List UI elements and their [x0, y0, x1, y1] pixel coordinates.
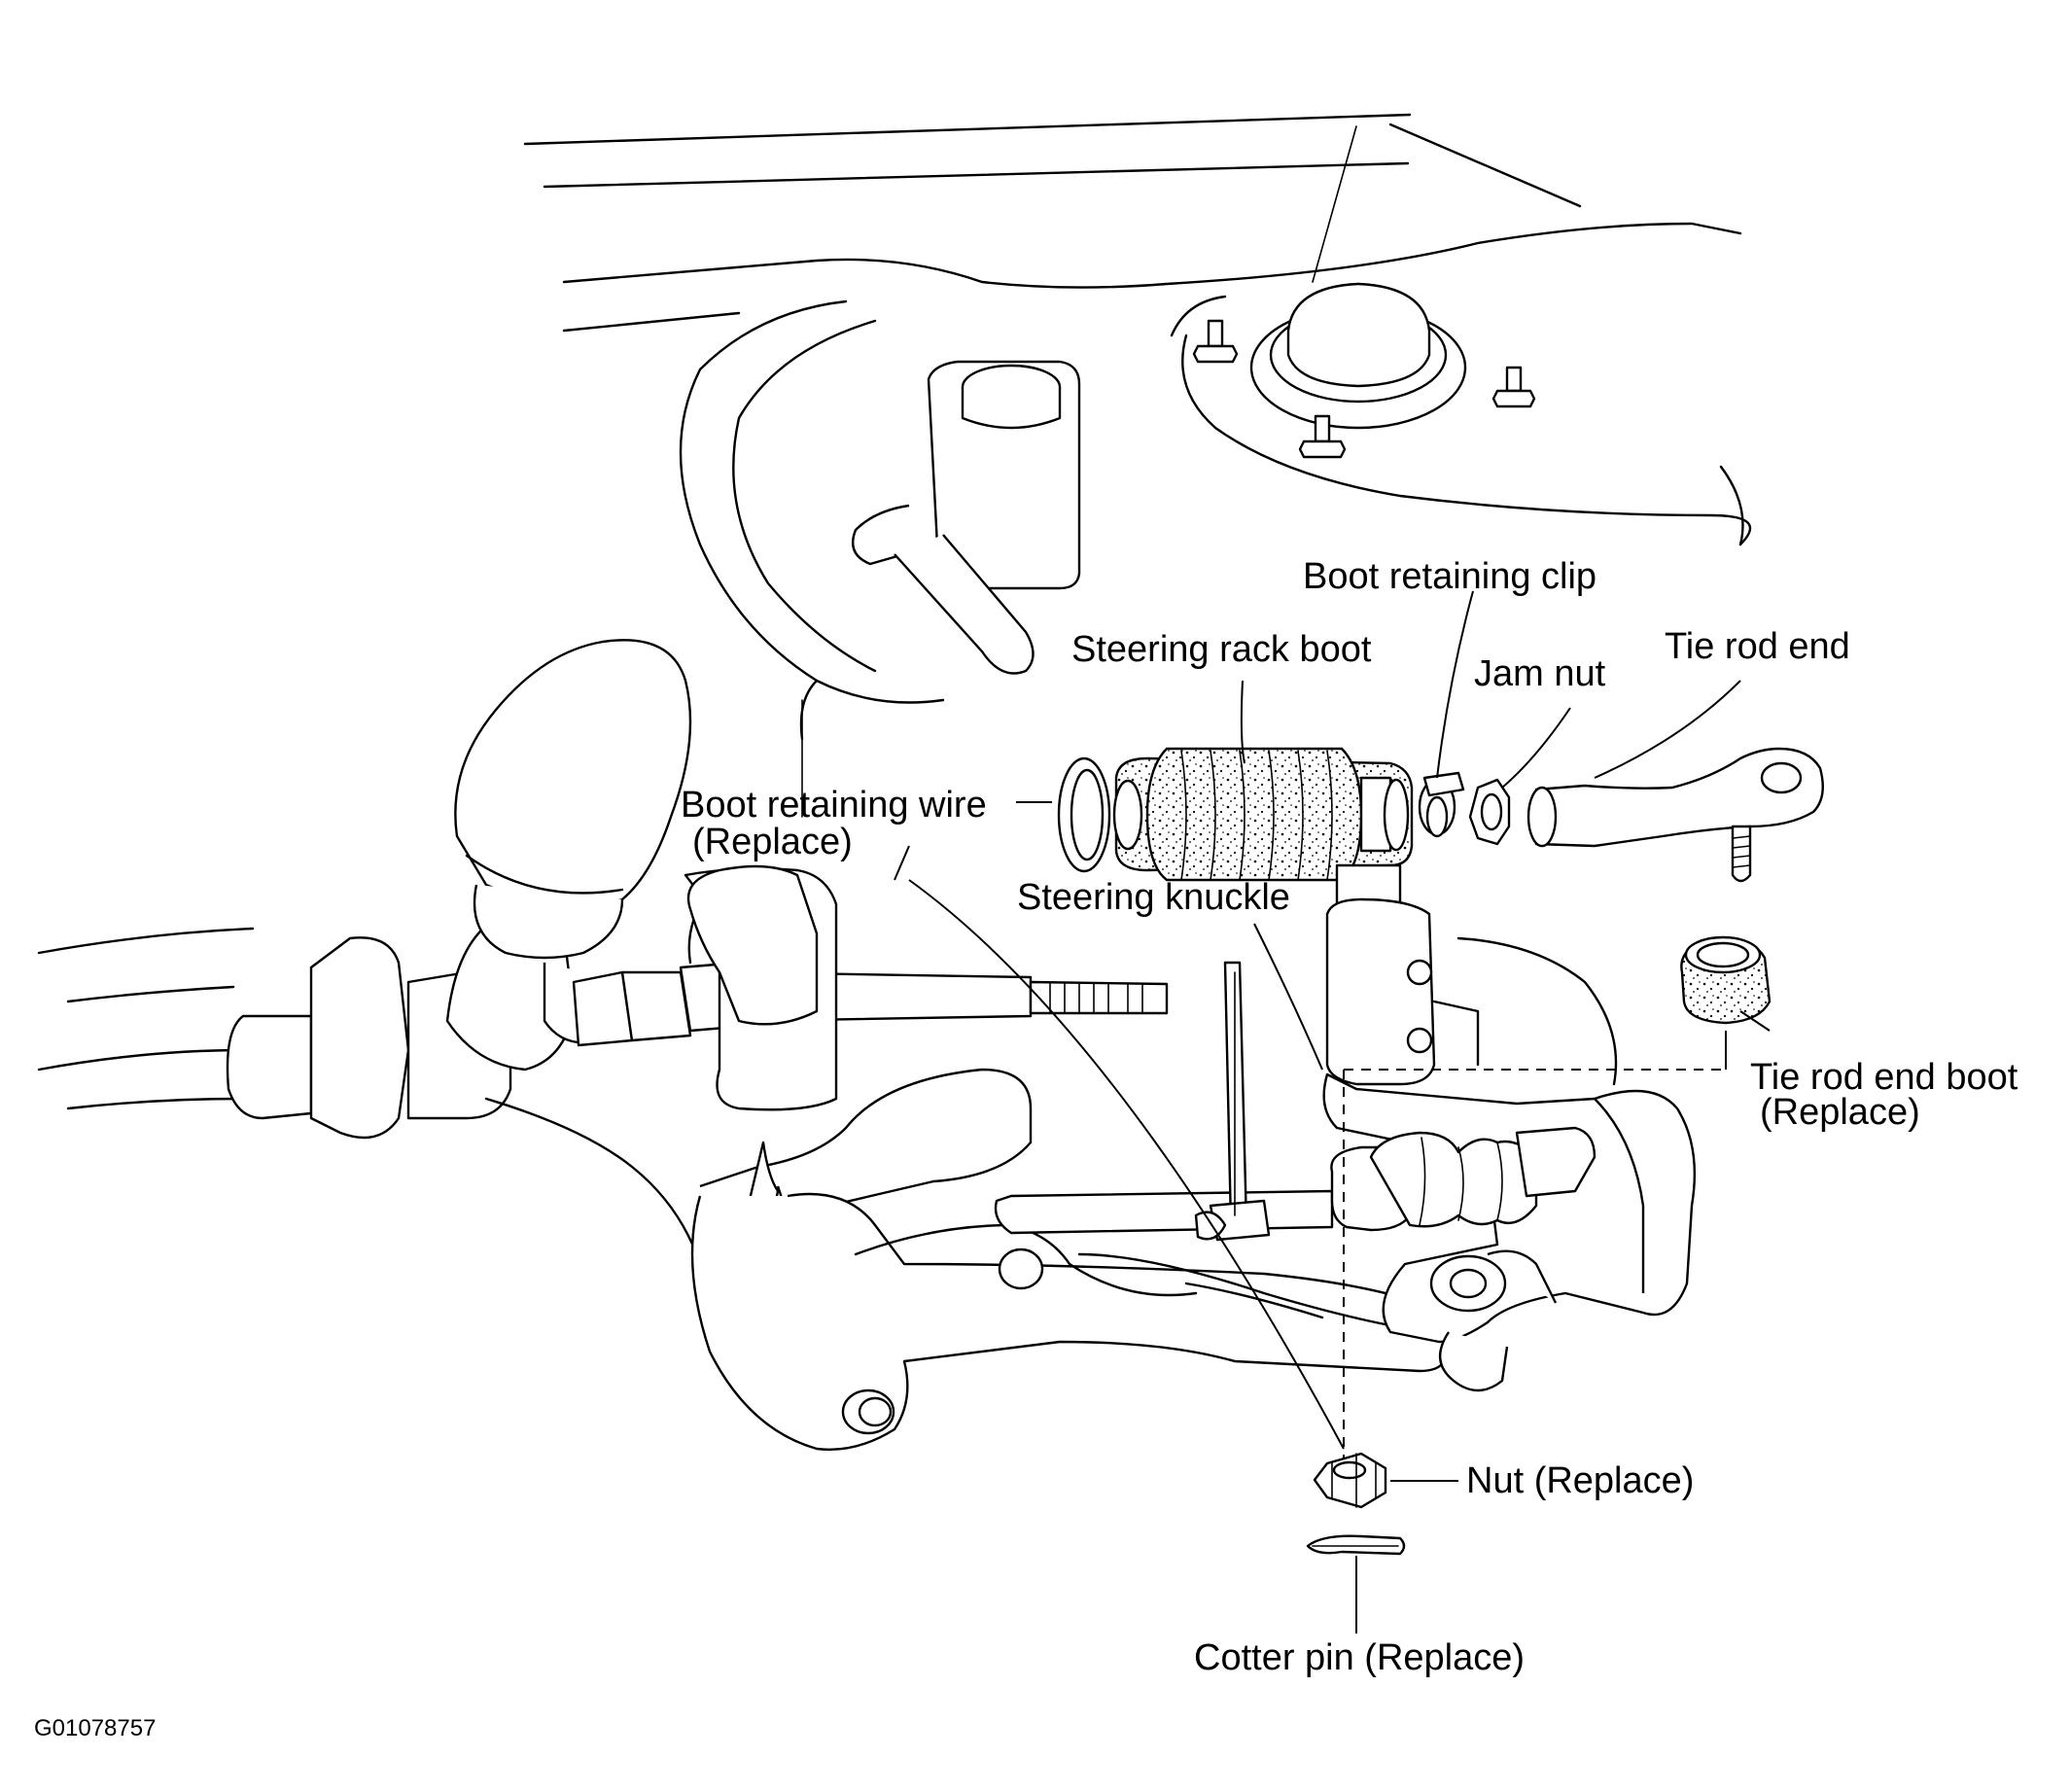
vehicle-body-lines [523, 113, 1742, 333]
boot-retaining-clip-part [1418, 771, 1465, 838]
castle-nut-part [1313, 1452, 1387, 1509]
tie-rod-assembled [994, 1126, 1596, 1235]
lower-control-arm [484, 867, 1447, 1451]
drive-shaft [37, 639, 1169, 1140]
label-jam-nut: Jam nut [1474, 653, 1606, 694]
strut-mount-cap [1286, 282, 1431, 388]
brake-booster [679, 299, 945, 818]
label-boot-retaining-clip: Boot retaining clip [1303, 556, 1596, 597]
jam-nut-part [1468, 778, 1511, 846]
boot-retaining-wire-part [1057, 756, 1111, 873]
strut-stud-1 [1192, 319, 1239, 364]
master-cylinder [851, 360, 1081, 675]
cv-boot [454, 639, 692, 906]
stabilizer-link [1194, 961, 1271, 1242]
label-boot-retaining-wire-note: (Replace) [692, 822, 853, 862]
label-tie-rod-end: Tie rod end [1665, 626, 1850, 667]
strut-tower [1170, 282, 1752, 546]
steering-rack-boot-part [1112, 747, 1414, 882]
tie-rod-end-boot-part [1680, 935, 1772, 1025]
cotter-pin-part [1306, 1534, 1406, 1556]
label-steering-rack-boot: Steering rack boot [1071, 629, 1372, 670]
leader-lines [894, 590, 1771, 1634]
label-nut: Nut (Replace) [1466, 1460, 1694, 1501]
strut-stud-2 [1491, 366, 1536, 408]
tie-rod-end-part [1526, 747, 1824, 883]
label-tie-rod-end-boot-note: (Replace) [1760, 1092, 1920, 1133]
label-boot-retaining-wire: Boot retaining wire [681, 785, 987, 826]
strut-stud-3 [1298, 414, 1347, 459]
label-tie-rod-end-boot: Tie rod end boot [1750, 1057, 2018, 1098]
figure-id: G01078757 [34, 1715, 156, 1741]
retaining-strap [686, 864, 819, 1026]
label-cotter-pin: Cotter pin (Replace) [1194, 1637, 1525, 1678]
label-steering-knuckle: Steering knuckle [1017, 877, 1290, 918]
